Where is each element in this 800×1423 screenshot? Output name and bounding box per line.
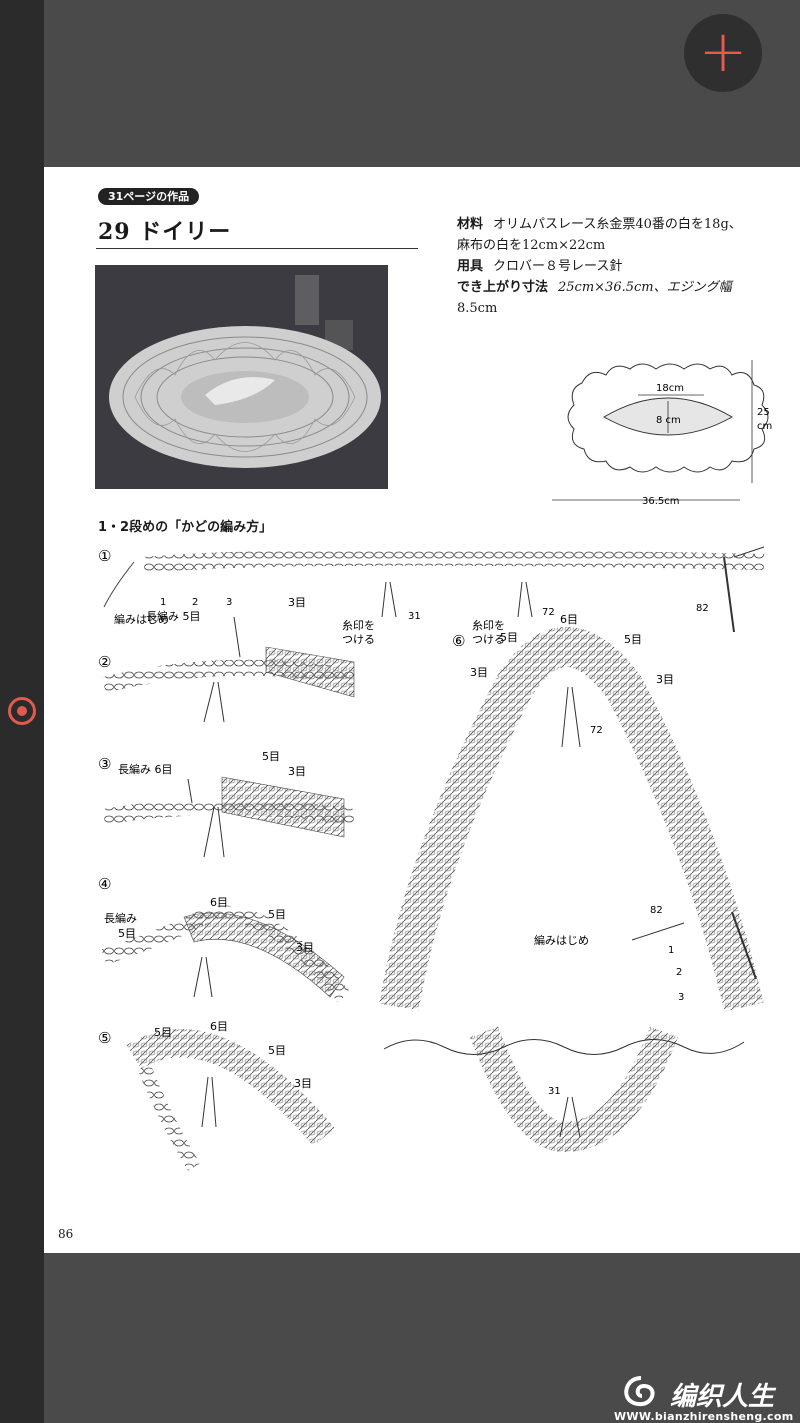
dim-inner-width: 18cm <box>656 383 684 394</box>
label-31-a: 31 <box>408 611 421 622</box>
label-long-5: 長編み 5目 <box>146 609 201 623</box>
label-6-step5: 6目 <box>210 1020 228 1033</box>
label-5-step5a: 5目 <box>154 1026 172 1039</box>
step-2-number: ② <box>98 653 111 671</box>
label-6-n1: 1 <box>668 945 674 956</box>
size-text: 25cm×36.5cm、エジング幅 <box>558 280 732 295</box>
label-5-step3: 5目 <box>262 750 280 763</box>
label-n2: 2 <box>192 597 198 608</box>
step-1-number: ① <box>98 547 111 565</box>
materials-block: 材料オリムパスレース糸金票40番の白を18g、 麻布の白を12cm×22cm 用… <box>457 214 777 319</box>
label-start-1: 編みはじめ <box>114 612 169 626</box>
label-3-step6a: 3目 <box>470 666 488 679</box>
label-6-step4: 6目 <box>210 896 228 909</box>
watermark-url: WWW.bianzhirensheng.com <box>614 1410 794 1423</box>
label-n1: 1 <box>160 597 166 608</box>
size-text-2: 8.5cm <box>457 301 498 316</box>
label-5-step4a: 5目 <box>118 927 136 940</box>
label-5-step5b: 5目 <box>268 1044 286 1057</box>
label-long-6: 長編み 6目 <box>118 762 173 776</box>
watermark-brand: 编织人生 <box>670 1382 775 1412</box>
materials-text-2: 麻布の白を12cm×22cm <box>457 238 606 253</box>
watermark-logo-icon <box>624 1376 655 1407</box>
document-page: 31ページの作品 29 ドイリー 材料オリムパスレース糸金票40番の白を18g、… <box>44 167 800 1253</box>
step-4-number: ④ <box>98 875 111 893</box>
dim-outer-width: 36.5cm <box>642 496 680 507</box>
side-target-icon[interactable] <box>8 697 36 725</box>
label-marker-1a: 糸印を <box>342 619 375 632</box>
page-number: 86 <box>58 1227 74 1241</box>
materials-text: オリムパスレース糸金票40番の白を18g、 <box>493 217 742 232</box>
doily-photo <box>95 265 388 489</box>
label-3-step2: 3目 <box>288 596 306 609</box>
add-button[interactable]: + <box>684 14 762 92</box>
label-72-a: 72 <box>542 607 555 618</box>
label-6-n3: 3 <box>678 992 684 1003</box>
label-6-n2: 2 <box>676 967 682 978</box>
materials-label: 材料 <box>457 217 484 232</box>
reference-badge: 31ページの作品 <box>98 188 200 205</box>
label-marker-1b: つける <box>342 633 375 646</box>
section-title: 1・2段めの「かどの編み方」 <box>98 520 273 535</box>
dim-outer-height-unit: cm <box>757 421 772 432</box>
label-n3: 3 <box>226 597 232 608</box>
dim-inner-height: 8 cm <box>656 415 681 426</box>
label-marker-2a: 糸印を <box>472 619 505 632</box>
label-marker-2b: つける <box>472 633 505 646</box>
label-72-b: 72 <box>590 725 603 736</box>
label-3-step4: 3目 <box>296 941 314 954</box>
label-3-step6b: 3目 <box>656 673 674 686</box>
label-31-b: 31 <box>548 1086 561 1097</box>
dim-outer-height: 25 <box>757 407 770 418</box>
label-6-step6: 6目 <box>560 613 578 626</box>
dimension-diagram: 18cm 8 cm 25 cm 36.5cm <box>552 360 772 507</box>
step-6-number: ⑥ <box>452 632 465 650</box>
page-title: 29 ドイリー <box>98 219 232 245</box>
tools-text: クロバー８号レース針 <box>493 259 623 274</box>
label-3-step3: 3目 <box>288 765 306 778</box>
step-5-number: ⑤ <box>98 1029 111 1047</box>
label-82-a: 82 <box>696 603 709 614</box>
label-3-step5: 3目 <box>294 1077 312 1090</box>
label-start-6: 編みはじめ <box>534 933 589 947</box>
label-5-step6a: 5目 <box>500 631 518 644</box>
label-82-b: 82 <box>650 905 663 916</box>
label-5-step4b: 5目 <box>268 908 286 921</box>
tools-label: 用具 <box>457 259 484 274</box>
label-long-only: 長編み <box>104 911 137 925</box>
size-label: でき上がり寸法 <box>457 280 549 295</box>
crochet-diagram: ① 編みはじめ 1 2 3 糸印を つける 31 糸印を つける 72 82 ②… <box>98 546 765 1171</box>
title-divider <box>96 248 418 249</box>
label-5-step6b: 5目 <box>624 633 642 646</box>
step-3-number: ③ <box>98 755 111 773</box>
